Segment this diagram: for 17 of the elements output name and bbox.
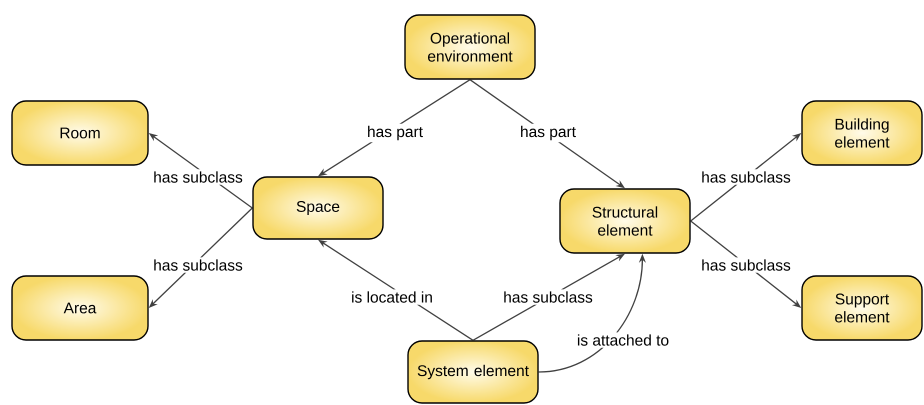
concept-box: Area [11, 275, 149, 341]
concept-box: Space [252, 176, 384, 240]
concept-box: Support element [801, 275, 923, 341]
edge-label: is located in [349, 289, 435, 305]
concept-box: System element [407, 340, 539, 404]
concept-box: Room [11, 100, 149, 166]
edge-label: has subclass [151, 257, 245, 273]
edge-label: has subclass [151, 169, 245, 185]
edge-label: has subclass [699, 169, 793, 185]
edge-label: has part [365, 124, 425, 142]
concept-box: Operational environment [404, 14, 536, 80]
edge-label: has part [518, 124, 578, 142]
edge-label: has subclass [501, 289, 595, 305]
edge-label: has subclass [699, 257, 793, 273]
concept-box: Structural element [559, 188, 691, 254]
concept-box: Building element [801, 100, 923, 166]
edge-label: is attached to [574, 332, 672, 348]
